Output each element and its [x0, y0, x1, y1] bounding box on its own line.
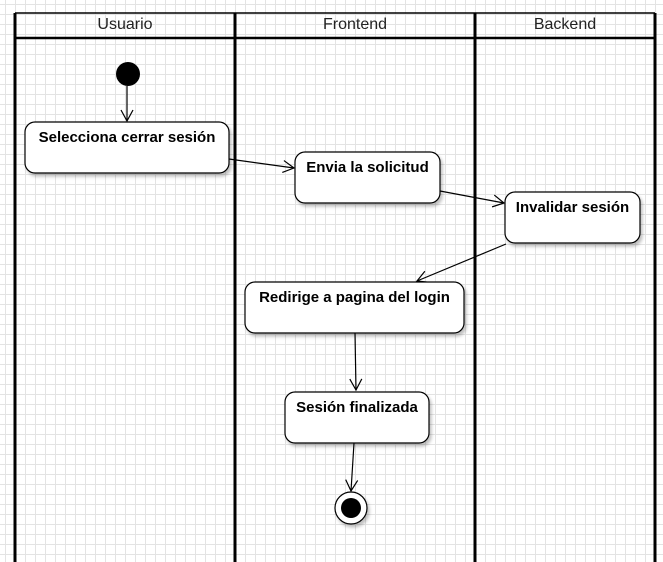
lane-header-backend: Backend: [533, 16, 597, 33]
activity-box-sesion-finalizada: [284, 391, 430, 444]
edge-a2-to-a3: [439, 190, 506, 208]
edge-a4-to-a5: [349, 332, 363, 392]
final-node: [334, 491, 368, 525]
activity-label-invalidar-sesion: Invalidar sesión: [515, 199, 630, 216]
activity-label-selecciona-cerrar-sesion: Selecciona cerrar sesión: [38, 129, 216, 146]
activity-label-redirige-a-pagina-del-login: Redirige a pagina del login: [259, 289, 450, 306]
activity-boxes: [24, 121, 641, 444]
activity-box-invalidar-sesion: [504, 191, 641, 244]
activity-label-envia-la-solicitud: Envia la solicitud: [306, 159, 429, 176]
lane-header-frontend: Frontend: [322, 16, 388, 33]
edge-a5-to-final: [345, 442, 359, 493]
edge-a3-to-a4: [415, 243, 507, 283]
edge-a1-to-a2: [228, 158, 296, 173]
swimlane-frame: [13, 12, 657, 562]
lane-header-usuario: Usuario: [97, 16, 153, 33]
activity-label-sesion-finalizada: Sesión finalizada: [296, 399, 418, 416]
activity-box-redirige-a-pagina-del-login: [244, 281, 465, 334]
activity-box-envia-la-solicitud: [294, 151, 441, 204]
initial-node: [116, 62, 140, 86]
flow-edges: [120, 86, 507, 493]
activity-box-selecciona-cerrar-sesion: [24, 121, 230, 174]
